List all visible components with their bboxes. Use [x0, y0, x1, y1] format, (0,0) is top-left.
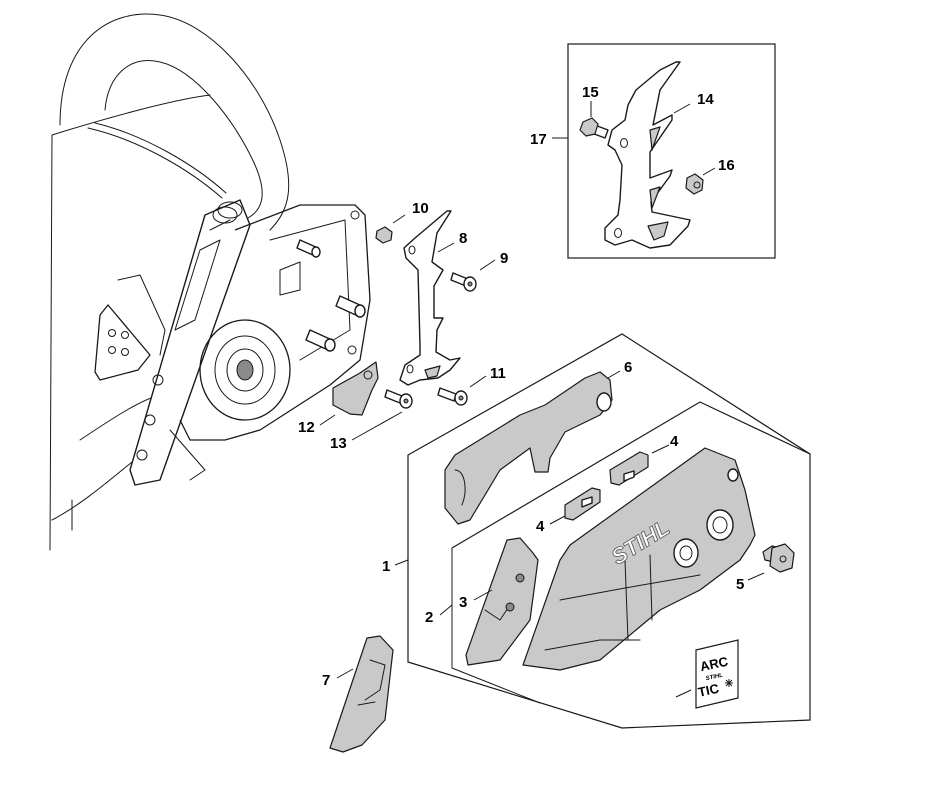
callout-13[interactable]: 13 — [330, 435, 347, 452]
collar-nut-5 — [762, 543, 795, 573]
callout-2[interactable]: 2 — [425, 609, 433, 626]
inset-kit-box — [567, 43, 776, 259]
spiked-bumper-14-shape — [604, 61, 691, 249]
callout-5[interactable]: 5 — [736, 576, 744, 593]
callout-4-lower[interactable]: 4 — [536, 518, 545, 535]
group-1-outline — [407, 333, 811, 729]
chain-guard-strip-6 — [444, 371, 613, 525]
callout-4-upper[interactable]: 4 — [670, 433, 679, 450]
group-2-outline — [451, 401, 811, 549]
callout-10[interactable]: 10 — [412, 200, 429, 217]
spiked-bumper-8-group — [332, 210, 477, 416]
arctic-badge: ARC STIHL TIC — [675, 639, 739, 709]
tensioner-insert-3 — [465, 537, 539, 666]
sprocket-cover: STIHL — [522, 447, 756, 671]
chain-catcher-12 — [332, 361, 379, 416]
leader-lines — [319, 101, 765, 679]
screw-11 — [437, 387, 457, 402]
hex-bolt-15 — [579, 117, 609, 139]
callout-9[interactable]: 9 — [500, 250, 508, 267]
callout-16[interactable]: 16 — [718, 157, 735, 174]
callout-3[interactable]: 3 — [459, 594, 467, 611]
callout-14[interactable]: 14 — [697, 91, 714, 108]
badge-arc-text: ARC — [699, 654, 730, 675]
callout-labels: 17 15 14 16 10 8 9 11 6 4 4 1 2 3 5 7 12… — [298, 84, 744, 689]
callout-1[interactable]: 1 — [382, 558, 390, 575]
nut-10 — [375, 226, 393, 244]
badge-tic-text: TIC — [697, 681, 721, 700]
badge-stihl-text: STIHL — [705, 673, 724, 683]
callout-15[interactable]: 15 — [582, 84, 599, 101]
guide-insert-7 — [329, 635, 394, 753]
callout-6[interactable]: 6 — [624, 359, 632, 376]
callout-17[interactable]: 17 — [530, 131, 547, 148]
callout-7[interactable]: 7 — [322, 672, 330, 689]
callout-11[interactable]: 11 — [490, 365, 506, 382]
snowflake-icon — [725, 679, 733, 687]
hex-nut-16 — [685, 173, 704, 195]
callout-12[interactable]: 12 — [298, 419, 315, 436]
callout-8[interactable]: 8 — [459, 230, 467, 247]
chainsaw-body-illustration — [49, 13, 371, 551]
slider-inserts-4 — [564, 451, 649, 521]
